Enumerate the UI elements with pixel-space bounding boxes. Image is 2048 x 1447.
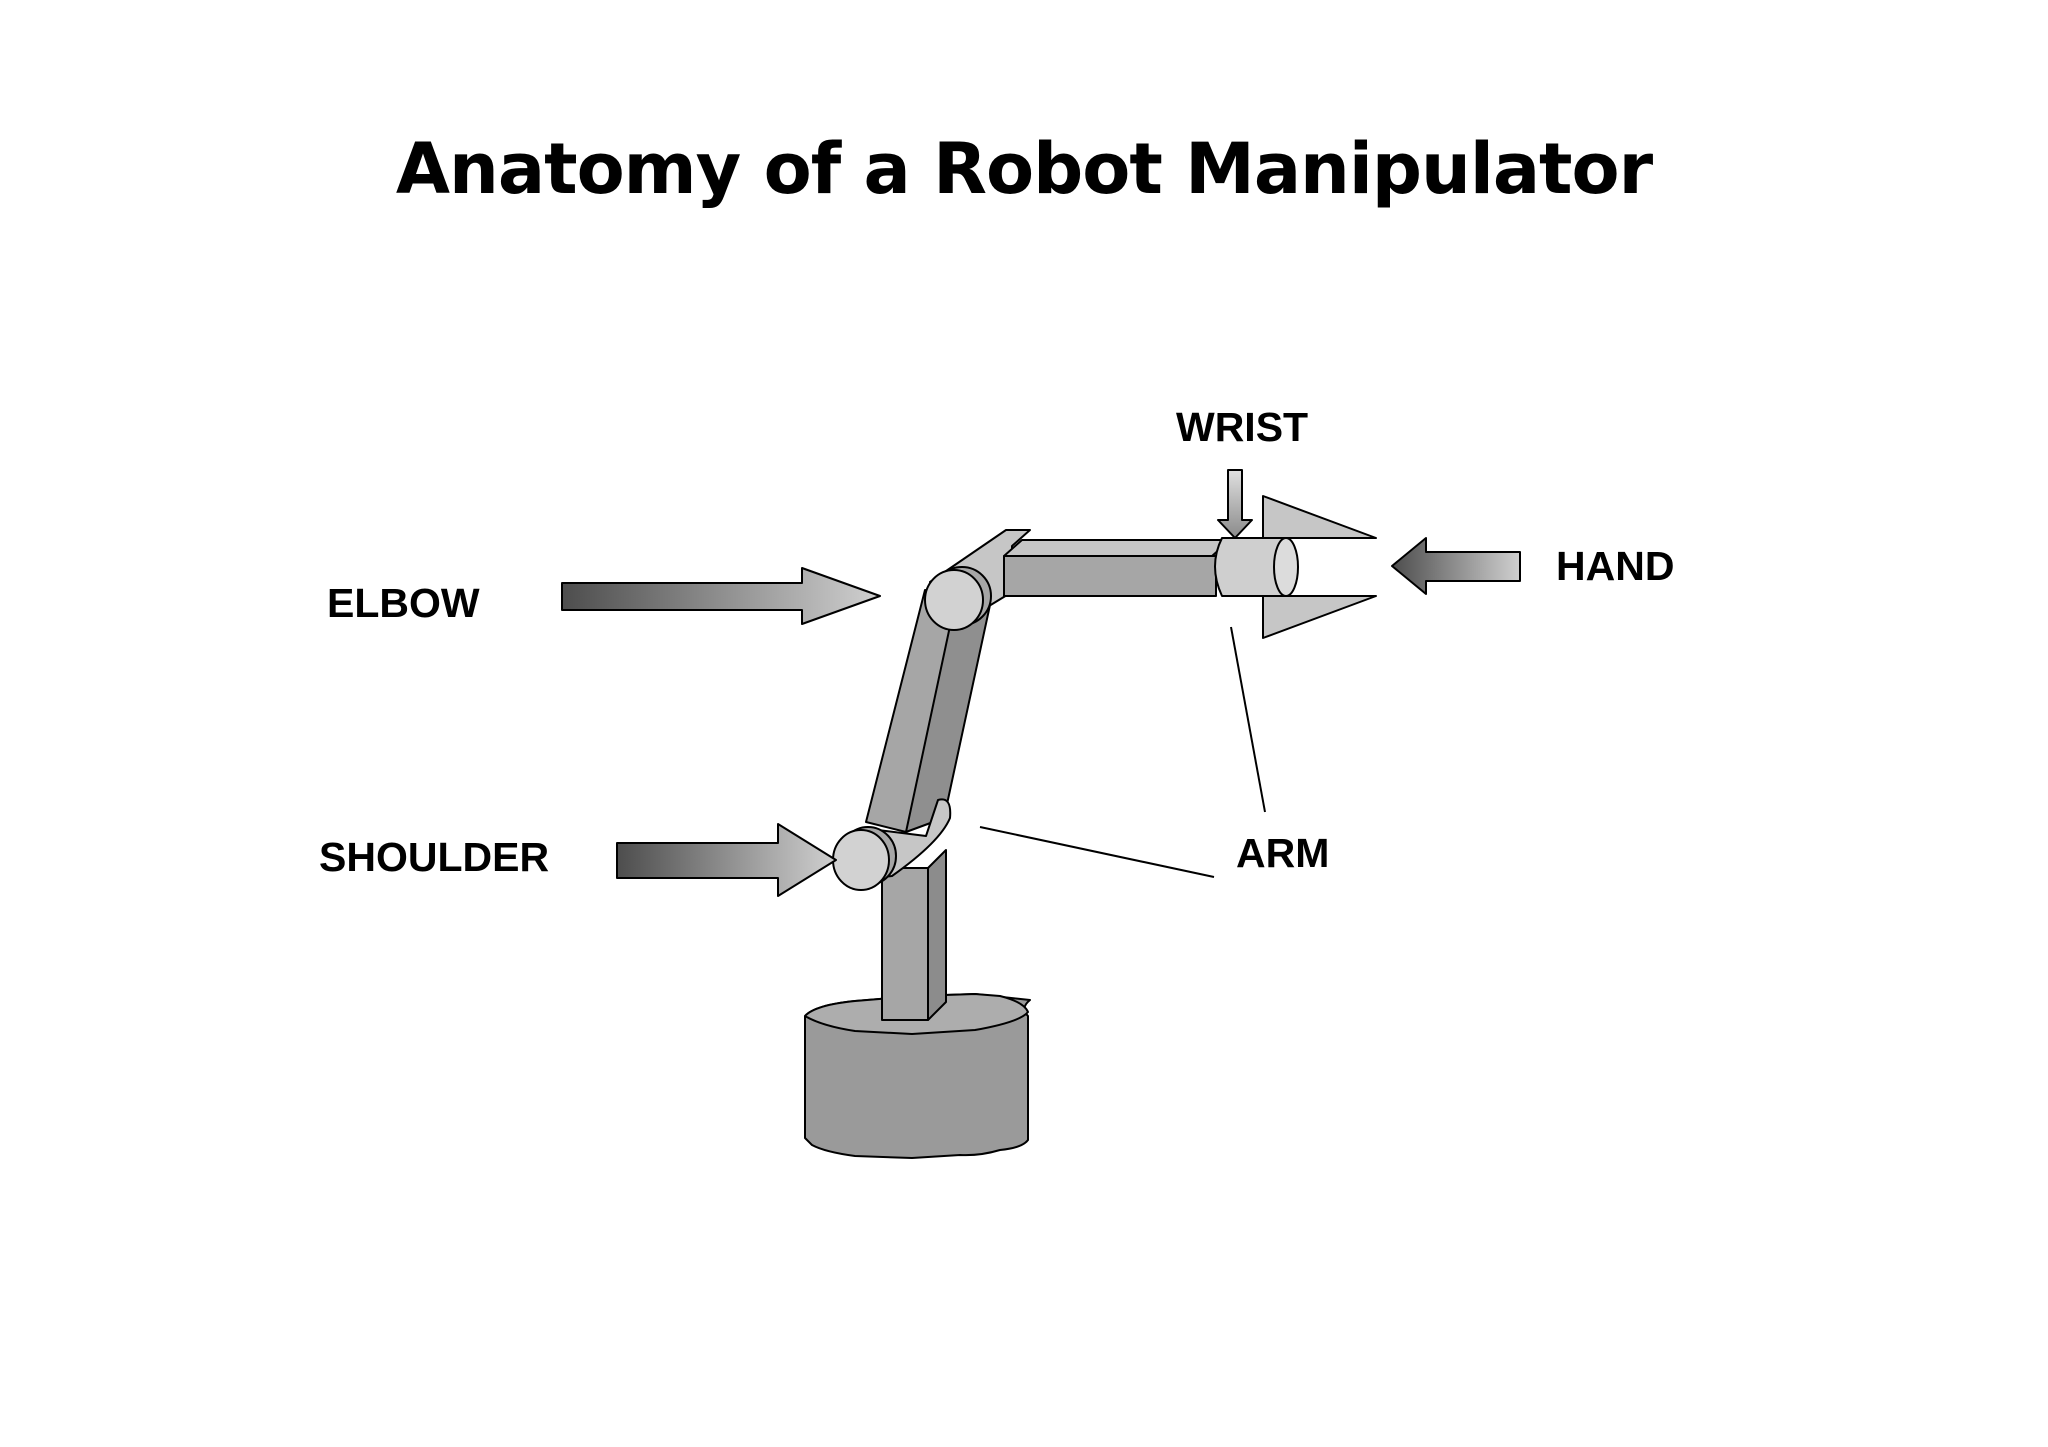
arm-leader-line: [979, 826, 1215, 878]
upper-arm-link: [865, 589, 991, 833]
shoulder-column: [881, 849, 947, 1021]
elbow-arrow: [561, 567, 881, 625]
wrist-label: WRIST: [1176, 404, 1308, 450]
slide-title: Anatomy of a Robot Manipulator: [395, 128, 1653, 210]
robot-base: [804, 993, 1031, 1159]
wrist-cylinder: [1214, 537, 1299, 597]
gripper-upper-finger: [1262, 495, 1377, 539]
elbow-joint: [924, 566, 992, 631]
wrist-arrow: [1217, 469, 1253, 539]
gripper-lower-finger: [1262, 595, 1377, 639]
hand-label: HAND: [1556, 543, 1674, 589]
shoulder-joint: [832, 826, 897, 891]
forearm-link: [1003, 539, 1231, 597]
shoulder-label: SHOULDER: [319, 834, 549, 880]
shoulder-arrow: [616, 823, 837, 897]
arm-leader-line: [1230, 626, 1266, 813]
elbow-label: ELBOW: [327, 580, 480, 626]
hand-arrow: [1391, 537, 1521, 595]
arm-label: ARM: [1236, 830, 1329, 876]
